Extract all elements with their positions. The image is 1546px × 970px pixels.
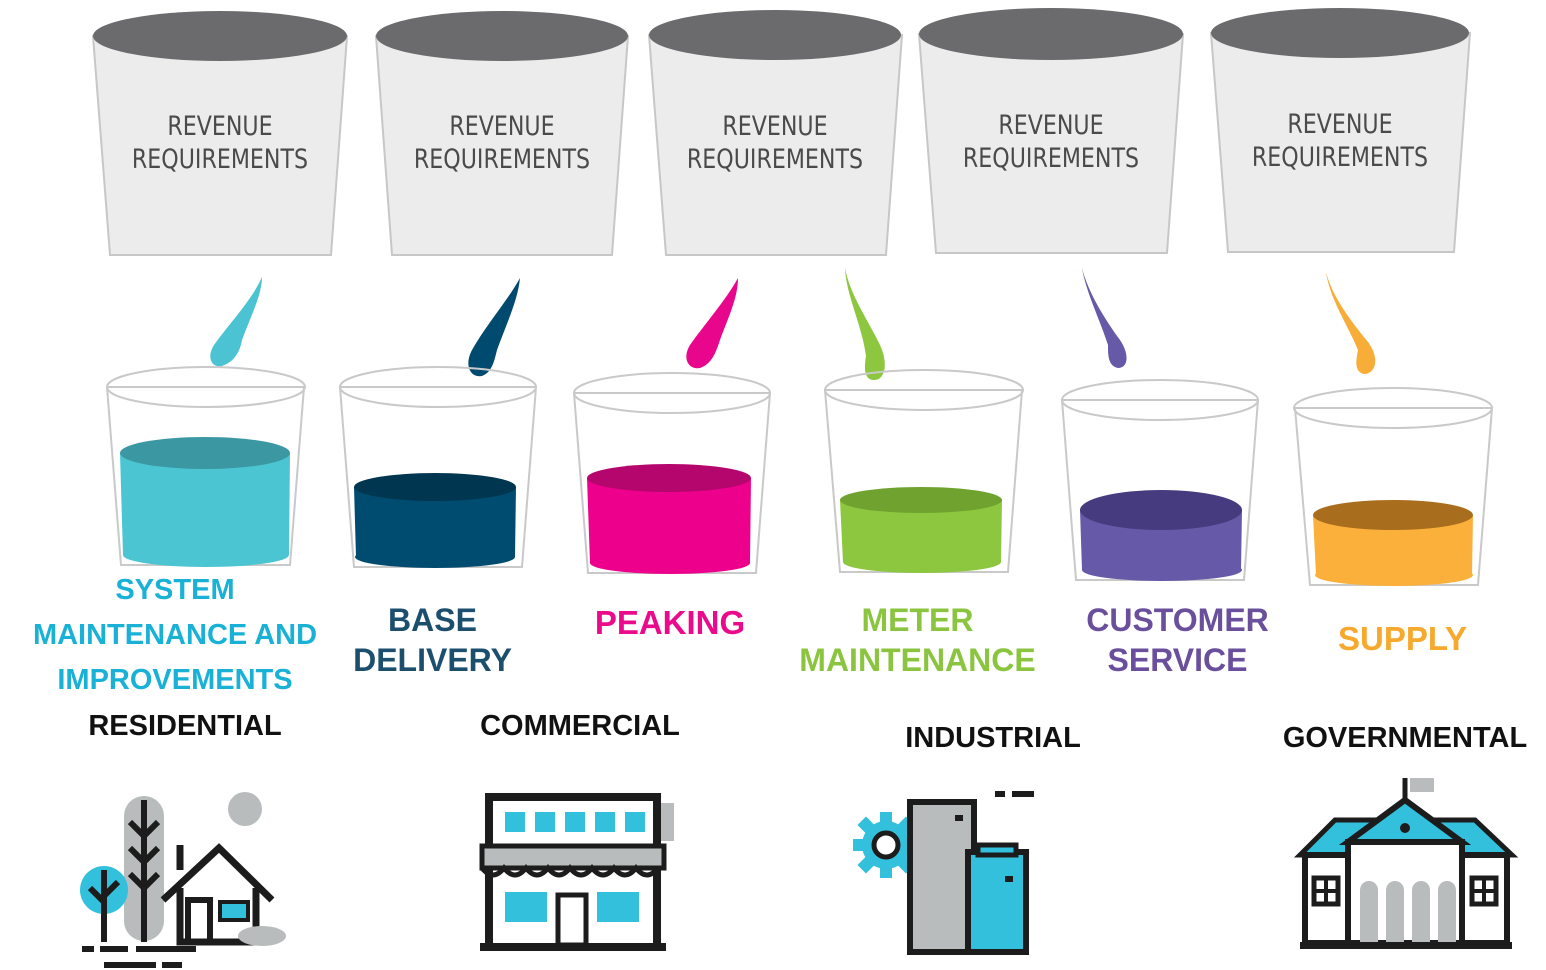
pour-stream — [1082, 268, 1127, 368]
revenue-bucket — [1209, 8, 1472, 253]
category-system-maintenance: SYSTEM MAINTENANCE AND IMPROVEMENTS — [32, 574, 318, 696]
category-meter-maintenance: METER MAINTENANCE — [799, 602, 1036, 678]
category-supply: SUPPLY — [1337, 620, 1467, 657]
category-peaking: PEAKING — [594, 604, 746, 641]
glass-system-maintenance — [105, 366, 306, 567]
revenue-bucket — [647, 10, 904, 256]
sector-commercial: COMMERCIAL — [480, 710, 680, 742]
house-tree-icon — [80, 792, 286, 968]
glass-customer-service — [1060, 379, 1260, 581]
pour-stream — [468, 278, 520, 377]
glass-peaking — [572, 372, 772, 574]
sector-industrial: INDUSTRIAL — [905, 722, 1081, 754]
sector-governmental: GOVERNMENTAL — [1282, 722, 1528, 754]
revenue-bucket — [91, 11, 349, 256]
bucket-label: REVENUE REQUIREMENTS — [1251, 109, 1429, 173]
bucket-label: REVENUE REQUIREMENTS — [413, 111, 591, 175]
pour-stream — [210, 277, 262, 367]
glass-supply — [1293, 387, 1494, 586]
glass-base-delivery — [338, 366, 538, 568]
revenue-bucket — [917, 8, 1185, 254]
category-customer-service: CUSTOMER SERVICE — [1086, 602, 1269, 678]
pour-stream — [686, 278, 738, 369]
storefront-icon — [479, 793, 674, 951]
category-base-delivery: BASE DELIVERY — [353, 602, 512, 678]
bucket-label: REVENUE REQUIREMENTS — [962, 110, 1140, 174]
bucket-label: REVENUE REQUIREMENTS — [131, 111, 309, 175]
factory-gear-icon — [853, 791, 1034, 955]
revenue-bucket — [374, 11, 630, 256]
glass-meter-maintenance — [823, 369, 1024, 573]
bucket-label: REVENUE REQUIREMENTS — [686, 111, 864, 175]
sector-residential: RESIDENTIAL — [88, 710, 282, 742]
pour-stream — [845, 268, 885, 380]
government-building-icon — [1293, 778, 1519, 949]
pour-stream — [1326, 272, 1376, 374]
